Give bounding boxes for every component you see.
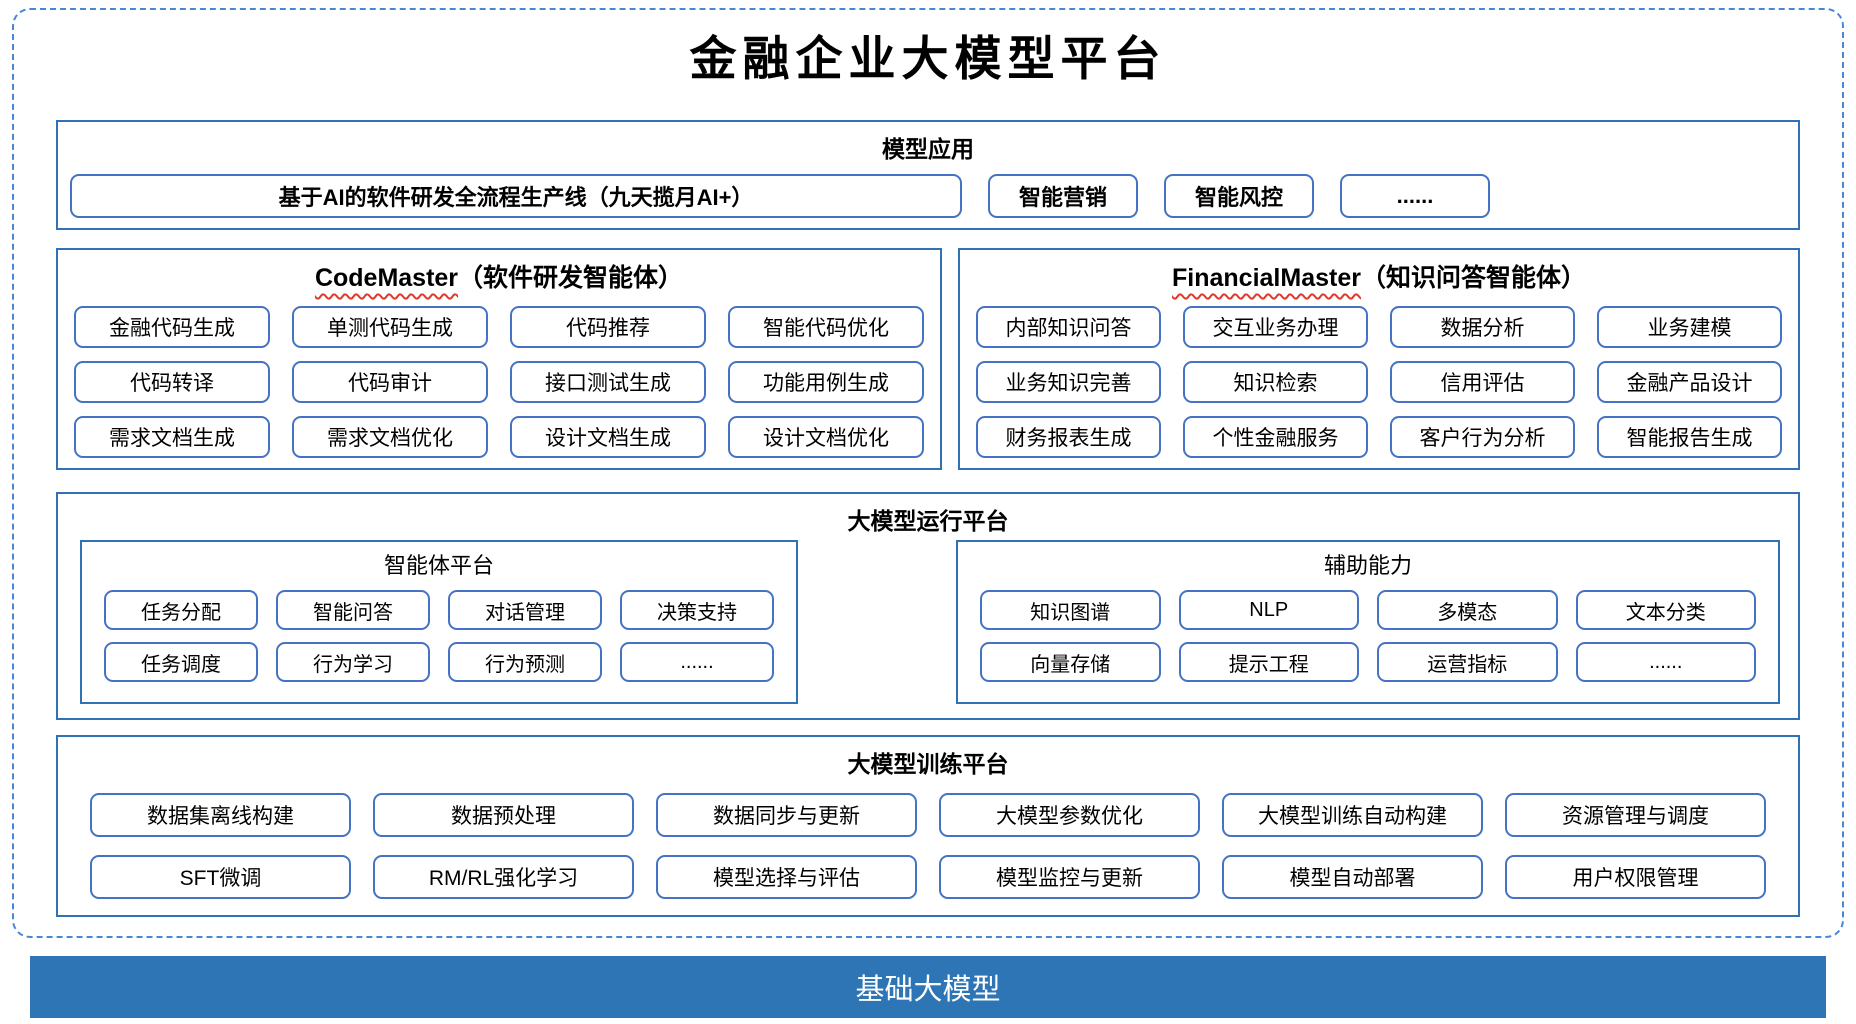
codemaster-item: 智能代码优化 xyxy=(728,306,924,348)
financialmaster-item: 数据分析 xyxy=(1390,306,1575,348)
auxiliary-item: NLP xyxy=(1178,590,1359,630)
foundation-model-bar: 基础大模型 xyxy=(30,956,1826,1018)
codemaster-item: 金融代码生成 xyxy=(74,306,270,348)
training-item: SFT微调 xyxy=(90,855,351,899)
agent-platform-item: 智能问答 xyxy=(276,590,430,630)
codemaster-header-zh: （软件研发智能体） xyxy=(458,264,684,292)
financialmaster-grid: 内部知识问答 交互业务办理 数据分析 业务建模 业务知识完善 知识检索 信用评估… xyxy=(976,306,1782,458)
codemaster-item: 设计文档优化 xyxy=(728,416,924,458)
auxiliary-item: 向量存储 xyxy=(980,642,1161,682)
agent-platform-item: ...... xyxy=(620,642,774,682)
codemaster-header-en: CodeMaster xyxy=(314,264,459,292)
codemaster-item: 设计文档生成 xyxy=(510,416,706,458)
codemaster-grid: 金融代码生成 单测代码生成 代码推荐 智能代码优化 代码转译 代码审计 接口测试… xyxy=(74,306,924,458)
agent-platform-header: 智能体平台 xyxy=(383,553,494,578)
auxiliary-item: 提示工程 xyxy=(1178,642,1359,682)
codemaster-item: 代码转译 xyxy=(74,361,270,403)
codemaster-item: 需求文档生成 xyxy=(74,416,270,458)
training-item: 大模型参数优化 xyxy=(939,793,1200,837)
codemaster-item: 代码审计 xyxy=(292,361,488,403)
training-item: 资源管理与调度 xyxy=(1505,793,1766,837)
training-item: RM/RL强化学习 xyxy=(373,855,634,899)
agent-platform-item: 行为学习 xyxy=(276,642,430,682)
app-item: 智能营销 xyxy=(988,174,1138,218)
section-model-application: 模型应用 基于AI的软件研发全流程生产线（九天揽月AI+） 智能营销 智能风控 … xyxy=(56,120,1800,230)
financialmaster-item: 财务报表生成 xyxy=(976,416,1161,458)
model-application-row: 基于AI的软件研发全流程生产线（九天揽月AI+） 智能营销 智能风控 .....… xyxy=(70,174,1786,218)
codemaster-item: 功能用例生成 xyxy=(728,361,924,403)
auxiliary-capabilities-header: 辅助能力 xyxy=(1323,553,1412,578)
financialmaster-header: FinancialMaster（知识问答智能体） xyxy=(960,250,1798,294)
financialmaster-item: 业务建模 xyxy=(1597,306,1782,348)
auxiliary-item: 运营指标 xyxy=(1377,642,1558,682)
auxiliary-item: 文本分类 xyxy=(1575,590,1756,630)
section-runtime-platform: 大模型运行平台 智能体平台 任务分配 智能问答 对话管理 决策支持 任务调度 行… xyxy=(56,492,1800,720)
foundation-model-label: 基础大模型 xyxy=(855,974,1001,1006)
training-item: 数据集离线构建 xyxy=(90,793,351,837)
training-platform-header: 大模型训练平台 xyxy=(847,751,1009,777)
auxiliary-item: ...... xyxy=(1575,642,1756,682)
auxiliary-item: 多模态 xyxy=(1377,590,1558,630)
codemaster-item: 接口测试生成 xyxy=(510,361,706,403)
financialmaster-item: 知识检索 xyxy=(1183,361,1368,403)
training-item: 用户权限管理 xyxy=(1505,855,1766,899)
subsection-auxiliary-capabilities: 辅助能力 知识图谱 NLP 多模态 文本分类 向量存储 提示工程 运营指标 ..… xyxy=(956,540,1780,704)
section-financialmaster: FinancialMaster（知识问答智能体） 内部知识问答 交互业务办理 数… xyxy=(958,248,1800,470)
financialmaster-item: 交互业务办理 xyxy=(1183,306,1368,348)
training-item: 大模型训练自动构建 xyxy=(1222,793,1483,837)
agent-platform-item: 对话管理 xyxy=(448,590,602,630)
training-item: 模型选择与评估 xyxy=(656,855,917,899)
financialmaster-item: 个性金融服务 xyxy=(1183,416,1368,458)
training-platform-grid: 数据集离线构建 数据预处理 数据同步与更新 大模型参数优化 大模型训练自动构建 … xyxy=(90,793,1766,899)
financialmaster-item: 智能报告生成 xyxy=(1597,416,1782,458)
training-item: 数据预处理 xyxy=(373,793,634,837)
section-codemaster: CodeMaster（软件研发智能体） 金融代码生成 单测代码生成 代码推荐 智… xyxy=(56,248,942,470)
agent-platform-item: 行为预测 xyxy=(448,642,602,682)
outer-dashed-frame xyxy=(12,8,1844,938)
codemaster-item: 需求文档优化 xyxy=(292,416,488,458)
auxiliary-capabilities-grid: 知识图谱 NLP 多模态 文本分类 向量存储 提示工程 运营指标 ...... xyxy=(980,590,1756,682)
financialmaster-header-en: FinancialMaster xyxy=(1172,264,1361,292)
financialmaster-item: 金融产品设计 xyxy=(1597,361,1782,403)
runtime-platform-header: 大模型运行平台 xyxy=(847,508,1009,534)
codemaster-item: 单测代码生成 xyxy=(292,306,488,348)
section-model-application-header: 模型应用 xyxy=(882,136,974,162)
agent-platform-item: 决策支持 xyxy=(620,590,774,630)
training-item: 模型监控与更新 xyxy=(939,855,1200,899)
agent-platform-grid: 任务分配 智能问答 对话管理 决策支持 任务调度 行为学习 行为预测 .....… xyxy=(104,590,774,682)
financialmaster-item: 客户行为分析 xyxy=(1390,416,1575,458)
financialmaster-header-zh: （知识问答智能体） xyxy=(1360,264,1586,292)
training-item: 数据同步与更新 xyxy=(656,793,917,837)
financialmaster-item: 业务知识完善 xyxy=(976,361,1161,403)
app-item: ...... xyxy=(1340,174,1490,218)
subsection-agent-platform: 智能体平台 任务分配 智能问答 对话管理 决策支持 任务调度 行为学习 行为预测… xyxy=(80,540,798,704)
codemaster-header: CodeMaster（软件研发智能体） xyxy=(58,250,940,294)
codemaster-item: 代码推荐 xyxy=(510,306,706,348)
page-title: 金融企业大模型平台 xyxy=(689,32,1167,87)
agent-platform-item: 任务调度 xyxy=(104,642,258,682)
section-training-platform: 大模型训练平台 数据集离线构建 数据预处理 数据同步与更新 大模型参数优化 大模… xyxy=(56,735,1800,917)
auxiliary-item: 知识图谱 xyxy=(980,590,1161,630)
app-item-ai-pipeline: 基于AI的软件研发全流程生产线（九天揽月AI+） xyxy=(70,174,962,218)
app-item: 智能风控 xyxy=(1164,174,1314,218)
training-item: 模型自动部署 xyxy=(1222,855,1483,899)
agent-platform-item: 任务分配 xyxy=(104,590,258,630)
financialmaster-item: 信用评估 xyxy=(1390,361,1575,403)
financialmaster-item: 内部知识问答 xyxy=(976,306,1161,348)
